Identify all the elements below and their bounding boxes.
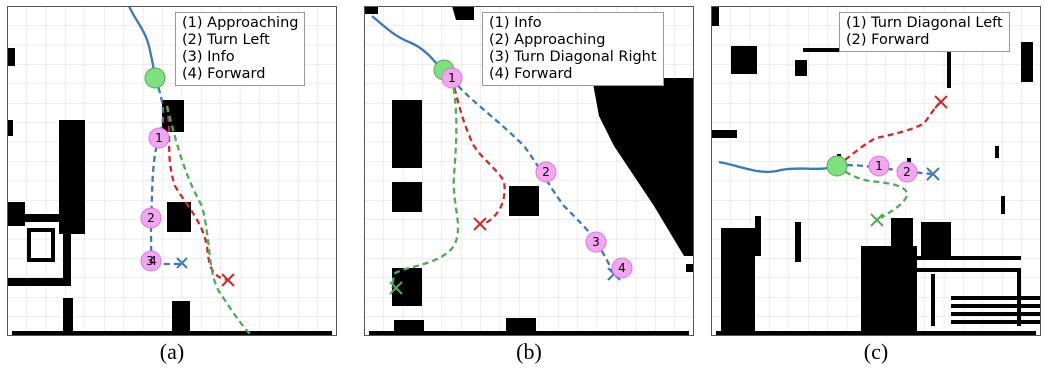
- waypoint-label: 1: [448, 71, 456, 85]
- goal-markers: [176, 257, 235, 287]
- waypoint-label: 3: [146, 254, 154, 268]
- red-path: [450, 77, 506, 226]
- legend-item: (3) Info: [182, 49, 235, 65]
- legend-item: (2) Approaching: [489, 32, 606, 48]
- obstacles: [364, 6, 694, 336]
- goal-markers: [389, 217, 621, 295]
- legend: (1) Approaching (2) Turn Left (3) Info (…: [175, 12, 306, 86]
- waypoint-label: 1: [875, 159, 883, 173]
- start-marker: [144, 67, 166, 89]
- green-path: [836, 165, 909, 219]
- waypoints: 1 2: [868, 155, 918, 183]
- waypoint-label: 2: [903, 165, 911, 179]
- map-c: 1 2: [711, 6, 1041, 336]
- waypoint-label: 4: [149, 254, 157, 268]
- waypoint-label: 2: [147, 211, 155, 225]
- green-path: [165, 105, 253, 336]
- goal-markers: [870, 95, 948, 227]
- executed-path: [718, 160, 838, 174]
- legend-item: (4) Forward: [182, 66, 266, 82]
- waypoint-label: 3: [592, 235, 600, 249]
- start-marker: [826, 155, 848, 177]
- waypoint-label: 1: [155, 131, 163, 145]
- green-path: [390, 77, 460, 289]
- legend-item: (4) Forward: [489, 66, 573, 82]
- legend-item: (1) Approaching: [182, 15, 299, 31]
- panel-c: 1 2 (1) Turn Diagonal Left (2) Forward: [711, 6, 1041, 336]
- panel-a: 1 2 3 4 (1) Approaching (2) Turn Left (3…: [7, 6, 337, 336]
- caption-c: (c): [863, 339, 889, 364]
- waypoint-label: 4: [618, 261, 626, 275]
- legend: (1) Turn Diagonal Left (2) Forward: [839, 12, 1010, 52]
- waypoints: 1 2 3 4: [140, 127, 170, 272]
- legend-item: (2) Turn Left: [182, 32, 270, 48]
- obstacles: [7, 48, 332, 336]
- caption-a: (a): [159, 339, 185, 364]
- legend-item: (2) Forward: [846, 32, 930, 48]
- caption-b: (b): [516, 339, 542, 364]
- legend-item: (1) Turn Diagonal Left: [846, 15, 1003, 31]
- legend: (1) Info (2) Approaching (3) Turn Diagon…: [482, 12, 664, 86]
- waypoints: 1 2 3 4: [441, 67, 633, 279]
- red-path: [836, 101, 942, 167]
- legend-item: (3) Turn Diagonal Right: [489, 49, 657, 65]
- blue-path: [451, 77, 616, 275]
- red-path: [165, 105, 228, 282]
- legend-item: (1) Info: [489, 15, 542, 31]
- executed-path: [371, 15, 445, 73]
- blue-path: [149, 77, 183, 266]
- panel-b: 1 2 3 4 (1) Info (2) Approaching (3) Tur…: [364, 6, 694, 336]
- waypoint-label: 2: [542, 165, 550, 179]
